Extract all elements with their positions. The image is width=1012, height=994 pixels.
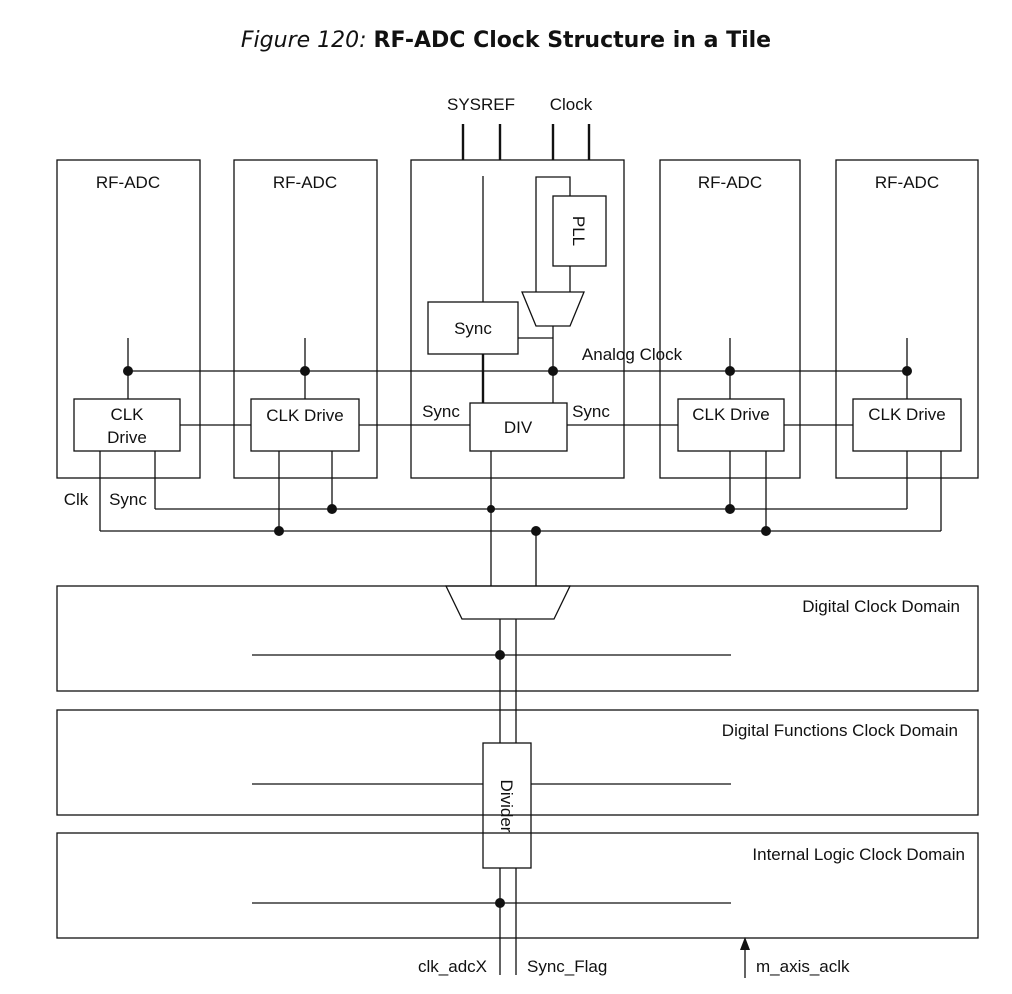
rf-adc-label-3: RF-ADC <box>698 173 762 192</box>
rf-adc-tile-2 <box>233 159 378 479</box>
pll-label: PLL <box>569 216 588 246</box>
sync-label: Sync <box>454 319 492 338</box>
domain-lines <box>252 650 731 908</box>
clk-bus-label: Clk <box>64 490 89 509</box>
rf-adc-tile-4 <box>835 159 979 479</box>
center-internal-wiring <box>481 176 571 403</box>
rf-adc-label-1: RF-ADC <box>96 173 160 192</box>
rf-adc-tile-3 <box>659 159 801 479</box>
digital-functions-clock-domain <box>56 709 979 816</box>
clock-mux <box>521 291 585 327</box>
rf-adc-label-4: RF-ADC <box>875 173 939 192</box>
clk-drive-4-label: CLK Drive <box>868 405 945 424</box>
clk-drive-1-line2: Drive <box>107 428 147 447</box>
m-axis-aclk-label: m_axis_aclk <box>756 957 850 976</box>
divider-block <box>482 742 532 869</box>
center-clock-tile <box>410 159 625 479</box>
analog-clock-label: Analog Clock <box>582 345 683 364</box>
pll-block <box>552 195 607 267</box>
divider-label: Divider <box>497 780 516 833</box>
clk-drive-3-label: CLK Drive <box>692 405 769 424</box>
sync-bus-label: Sync <box>109 490 147 509</box>
figure-title: Figure 120: RF-ADC Clock Structure in a … <box>0 28 1012 53</box>
sync-left-label: Sync <box>422 402 460 421</box>
sync-block <box>427 301 519 355</box>
domain-mux <box>444 585 572 620</box>
rf-adc-label-2: RF-ADC <box>273 173 337 192</box>
analog-clock-bus <box>123 338 912 399</box>
clk-drive-2-label: CLK Drive <box>266 406 343 425</box>
sync-flag-label: Sync_Flag <box>527 957 607 976</box>
internal-logic-domain-label: Internal Logic Clock Domain <box>752 845 965 864</box>
digital-domain-label: Digital Clock Domain <box>802 597 960 616</box>
sync-and-clk-buses <box>99 451 942 586</box>
figure-number: Figure 120: <box>240 28 367 53</box>
sync-right-label: Sync <box>572 402 610 421</box>
div-label: DIV <box>504 418 533 437</box>
rf-adc-tile-1 <box>56 159 201 479</box>
clock-label: Clock <box>550 95 593 114</box>
input-pins <box>461 124 591 160</box>
vertical-signal-pair <box>499 619 517 975</box>
digital-functions-domain-label: Digital Functions Clock Domain <box>722 721 958 740</box>
figure-name: RF-ADC Clock Structure in a Tile <box>373 28 772 53</box>
sysref-label: SYSREF <box>447 95 515 114</box>
internal-logic-clock-domain <box>56 832 979 939</box>
m-axis-aclk-arrow <box>740 937 750 978</box>
clk-adcx-label: clk_adcX <box>418 957 487 976</box>
div-block <box>469 402 568 452</box>
clk-drive-1-line1: CLK <box>110 405 144 424</box>
